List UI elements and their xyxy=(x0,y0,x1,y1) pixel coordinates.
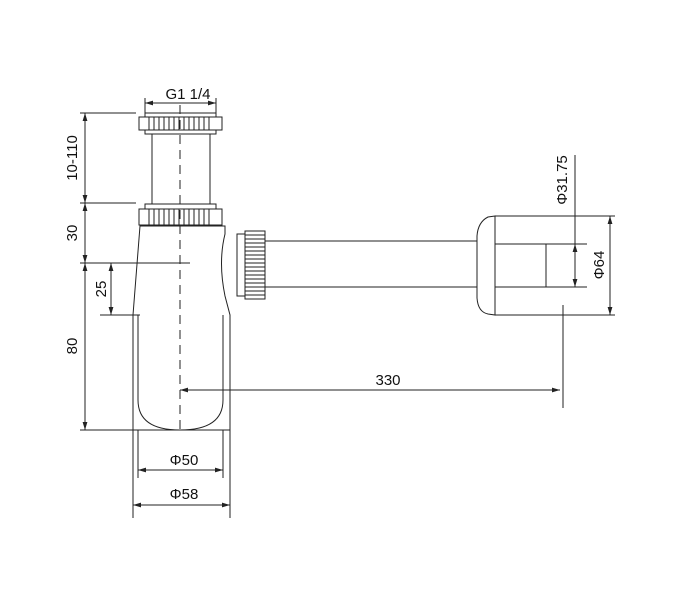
bowl-height-label: 80 xyxy=(64,338,81,355)
bowl-outer-diameter-label: Φ58 xyxy=(170,486,199,503)
upper-tube xyxy=(151,133,211,205)
outlet-nut xyxy=(236,230,266,300)
bowl-inner-diameter-label: Φ50 xyxy=(170,452,199,469)
wall-flange xyxy=(476,215,615,316)
height-adjust-label: 10-110 xyxy=(64,135,81,181)
upper-body-label: 30 xyxy=(64,225,81,242)
flange-diameter-label: Φ64 xyxy=(591,251,608,280)
outlet-pipe xyxy=(265,240,478,288)
thread-label: G1 1/4 xyxy=(165,86,210,103)
outlet-length-label: 330 xyxy=(375,372,400,389)
pipe-diameter-label: Φ31.75 xyxy=(554,155,571,205)
trap-body xyxy=(132,225,231,431)
outlet-offset-label: 25 xyxy=(93,281,110,298)
dimension-lines xyxy=(80,98,613,518)
